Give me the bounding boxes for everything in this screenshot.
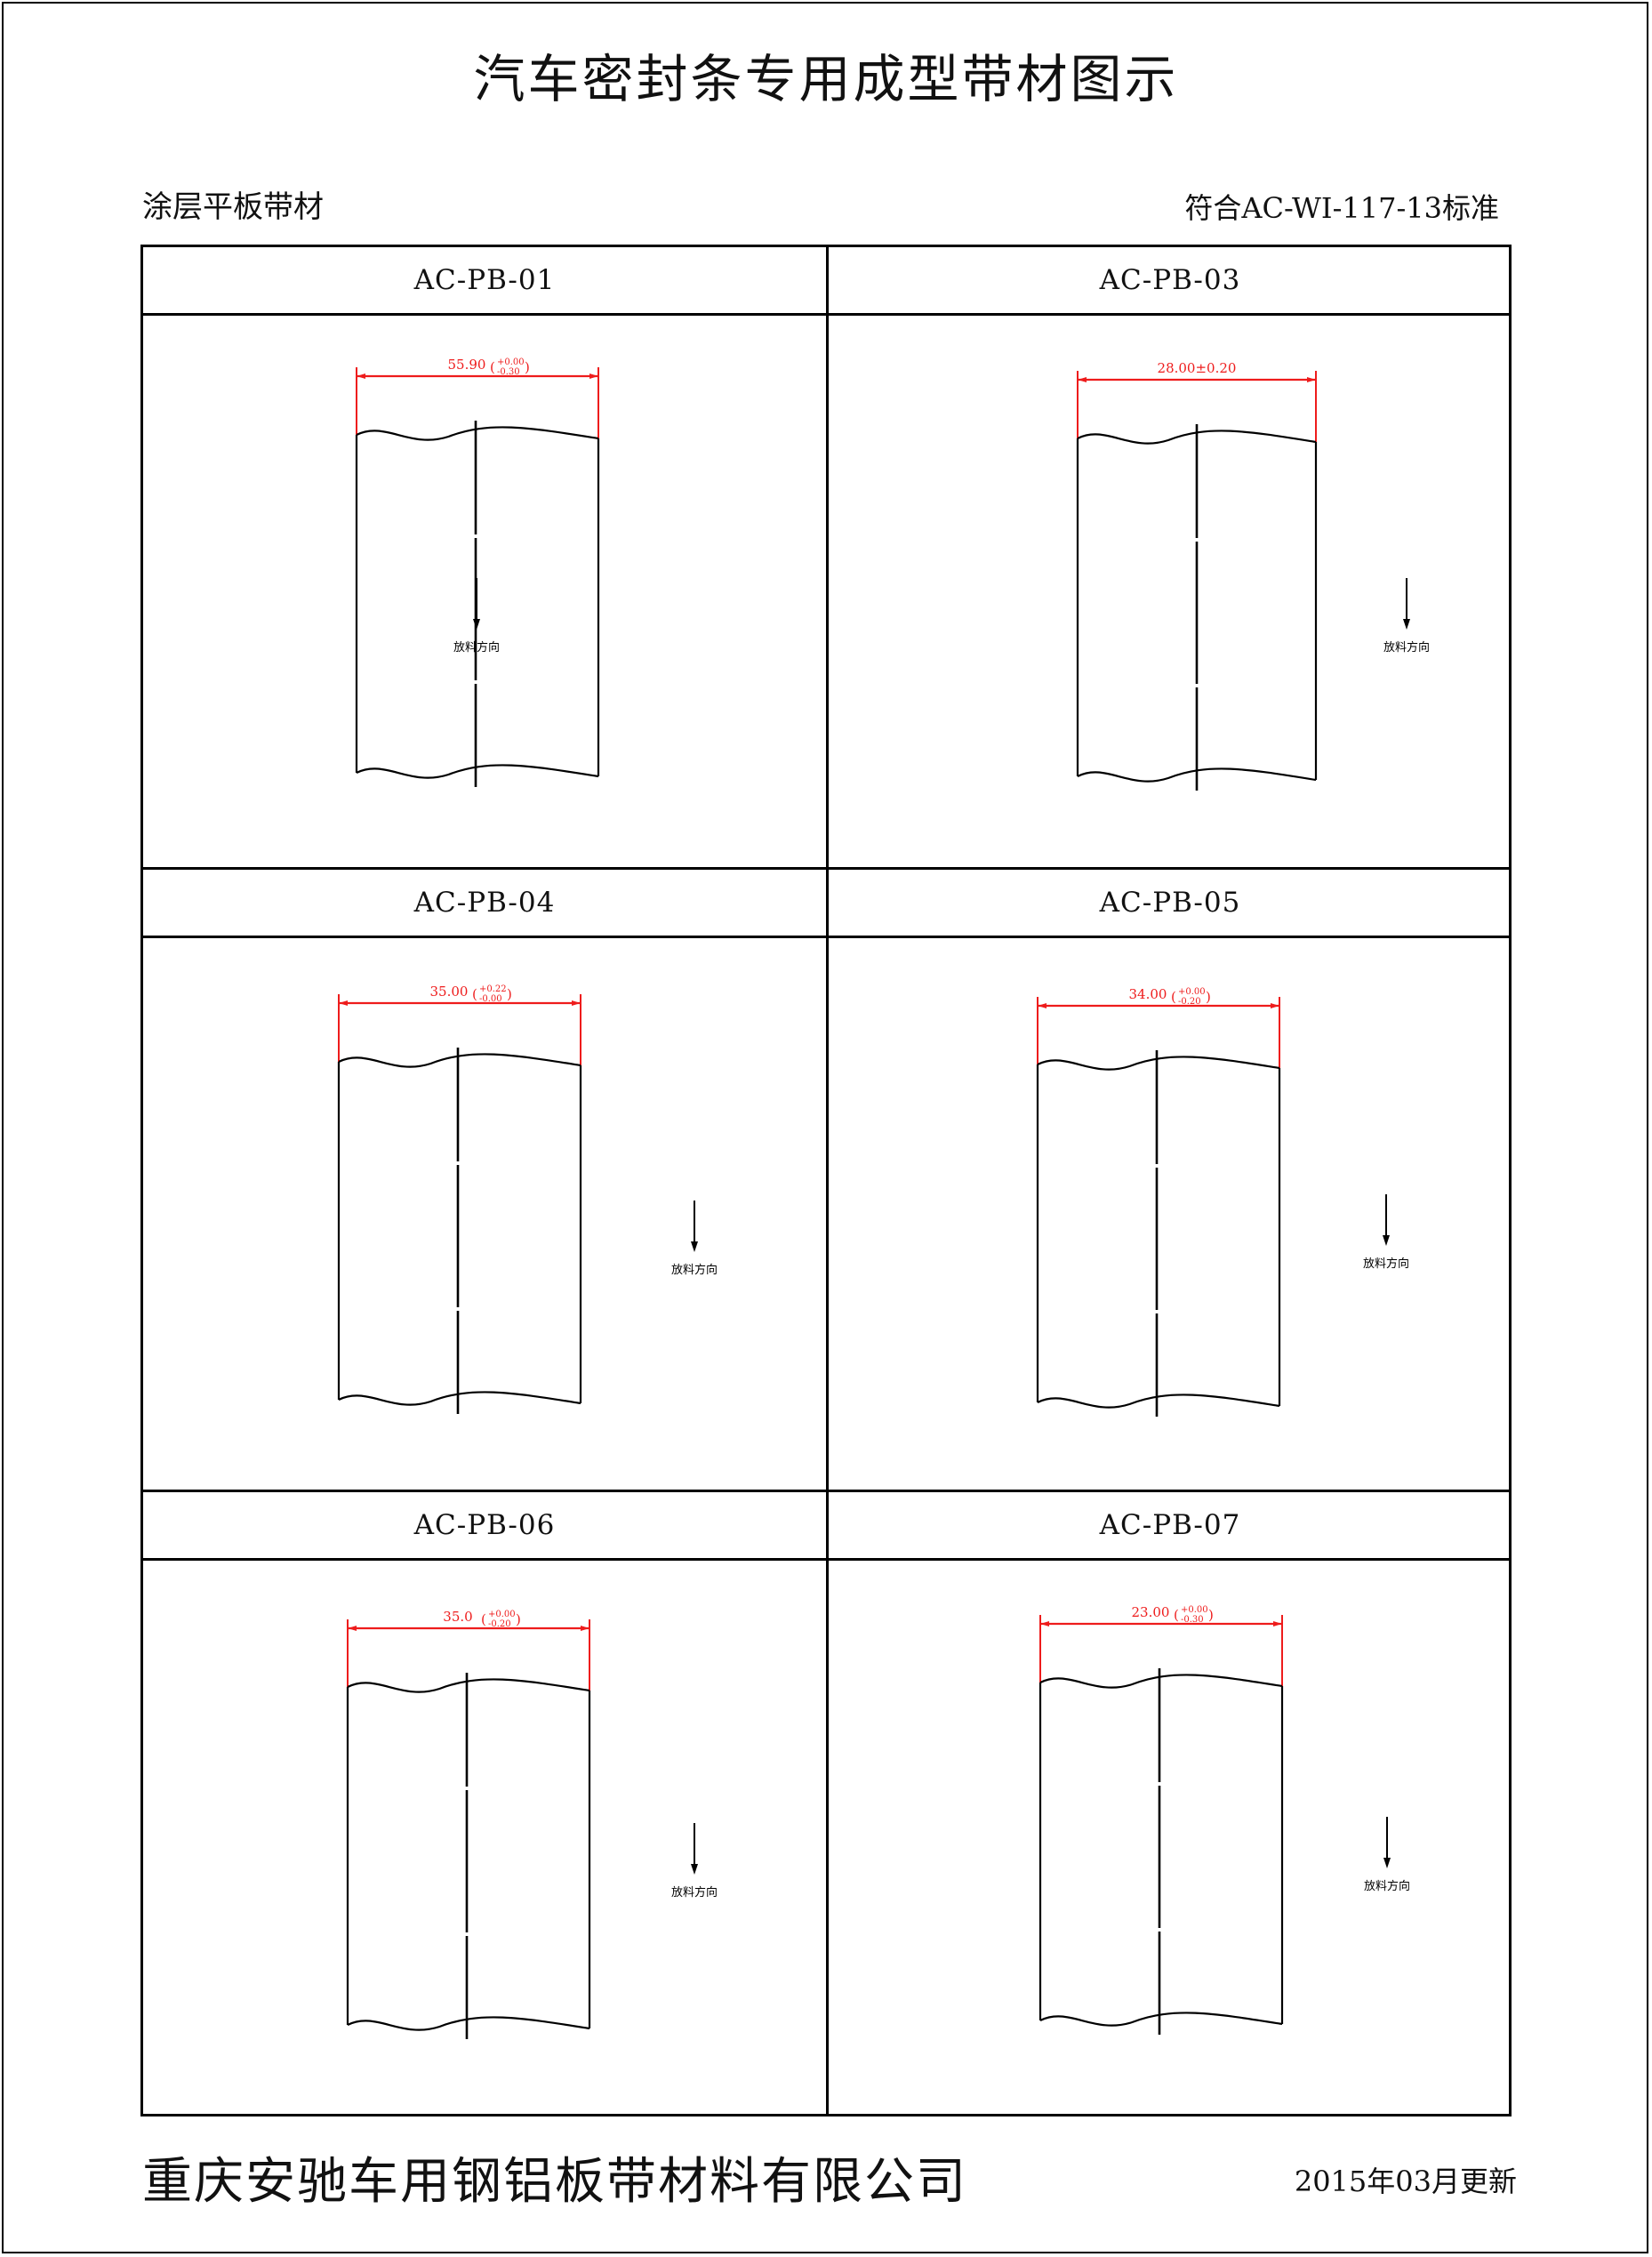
tolerance-upper: +0.00: [1178, 987, 1206, 997]
strip-bottom-edge: [1037, 1394, 1280, 1409]
company-name: 重庆安驰车用钢铝板带材料有限公司: [142, 2153, 967, 2211]
strip-top-edge: [1039, 1674, 1283, 1689]
dimension-arrow: [1040, 1621, 1049, 1626]
strip-top-edge: [338, 1053, 581, 1068]
grid-divider: [143, 1558, 1509, 1561]
strip-bottom-edge: [338, 1391, 581, 1406]
strip-bottom-edge: [356, 764, 599, 779]
dimension-value: 35.00: [430, 984, 469, 1000]
dimension-value: 23.00: [1132, 1604, 1170, 1620]
direction-label: 放料方向: [671, 1263, 718, 1277]
tolerance-bracket: ): [1208, 1607, 1214, 1623]
standard-reference: 符合AC-WI-117-13标准: [1184, 191, 1499, 225]
grid-divider: [143, 1490, 1509, 1492]
tolerance-bracket: ): [525, 359, 530, 375]
tolerance-lower: -0.20: [1178, 997, 1201, 1007]
dimension-arrow: [1078, 377, 1087, 382]
direction-arrowhead: [473, 619, 480, 630]
tolerance-lower: -0.30: [1181, 1615, 1204, 1625]
dimension-arrow: [1307, 377, 1316, 382]
strip-drawing: 28.00±0.20 放料方向: [829, 316, 1512, 867]
dimension-value: 55.90: [448, 357, 486, 373]
tolerance-lower: -0.00: [479, 994, 502, 1004]
strip-drawing: 35.00(+0.22-0.00) 放料方向: [143, 938, 826, 1490]
page-title: 汽车密封条专用成型带材图示: [473, 49, 1179, 109]
direction-arrowhead: [691, 1864, 698, 1875]
tolerance-bracket: ): [516, 1611, 521, 1627]
direction-arrowhead: [1403, 619, 1410, 630]
grid-divider: [143, 313, 1509, 316]
dimension-value: 35.0: [443, 1609, 472, 1625]
direction-label: 放料方向: [1363, 1257, 1409, 1271]
tolerance-lower: -0.20: [488, 1619, 511, 1629]
tolerance-bracket: (: [490, 359, 495, 375]
dimension-arrow: [1038, 1003, 1047, 1008]
tolerance-upper: +0.00: [488, 1610, 516, 1619]
dimension-arrow: [589, 373, 598, 379]
tolerance-bracket: ): [507, 986, 512, 1002]
dimension-value: 28.00±0.20: [1158, 360, 1237, 376]
strip-top-edge: [1037, 1056, 1280, 1071]
cell-code: AC-PB-04: [413, 887, 556, 919]
grid-divider-vertical: [826, 247, 829, 2114]
tolerance-upper: +0.22: [479, 984, 507, 994]
dimension-arrow: [357, 373, 365, 379]
strip-drawing: 34.00(+0.00-0.20) 放料方向: [829, 938, 1512, 1490]
strip-drawing: 23.00(+0.00-0.30) 放料方向: [829, 1561, 1512, 2112]
update-date: 2015年03月更新: [1294, 2165, 1517, 2198]
direction-arrowhead: [691, 1241, 698, 1252]
grid-divider: [143, 867, 1509, 870]
dimension-arrow: [572, 1000, 581, 1006]
strip-drawing: 35.0 (+0.00-0.20) 放料方向: [143, 1561, 826, 2112]
cell-code: AC-PB-03: [1099, 264, 1241, 296]
direction-label: 放料方向: [671, 1885, 718, 1900]
tolerance-bracket: (: [481, 1611, 486, 1627]
direction-label: 放料方向: [453, 640, 500, 655]
strip-top-edge: [356, 426, 599, 441]
drawing-grid: AC-PB-01 AC-PB-03 55.90(+0.00-0.30)放料方向 …: [140, 245, 1512, 2116]
dimension-arrow: [339, 1000, 348, 1006]
direction-arrowhead: [1383, 1858, 1391, 1868]
tolerance-bracket: ): [1206, 989, 1211, 1005]
strip-top-edge: [1077, 430, 1317, 445]
dimension-arrow: [348, 1626, 357, 1631]
strip-drawing: 55.90(+0.00-0.30) 放料方向: [143, 316, 826, 867]
strip-top-edge: [347, 1678, 590, 1693]
dimension-arrow: [581, 1626, 589, 1631]
tolerance-bracket: (: [472, 986, 477, 1002]
direction-label: 放料方向: [1383, 640, 1430, 655]
dimension-value: 34.00: [1129, 986, 1167, 1002]
cell-code: AC-PB-06: [413, 1509, 556, 1541]
cell-code: AC-PB-01: [413, 264, 556, 296]
tolerance-upper: +0.00: [1181, 1605, 1208, 1615]
strip-bottom-edge: [1039, 2012, 1283, 2027]
tolerance-lower: -0.30: [497, 367, 520, 377]
product-category: 涂层平板带材: [142, 189, 324, 225]
tolerance-bracket: (: [1171, 989, 1176, 1005]
strip-bottom-edge: [1077, 767, 1317, 783]
tolerance-upper: +0.00: [497, 357, 525, 367]
dimension-arrow: [1271, 1003, 1279, 1008]
direction-label: 放料方向: [1364, 1879, 1410, 1893]
cell-code: AC-PB-05: [1099, 887, 1241, 919]
cell-code: AC-PB-07: [1099, 1509, 1241, 1541]
grid-divider: [143, 936, 1509, 938]
dimension-arrow: [1273, 1621, 1282, 1626]
strip-bottom-edge: [347, 2016, 590, 2031]
direction-arrowhead: [1383, 1235, 1390, 1246]
tolerance-bracket: (: [1174, 1607, 1179, 1623]
